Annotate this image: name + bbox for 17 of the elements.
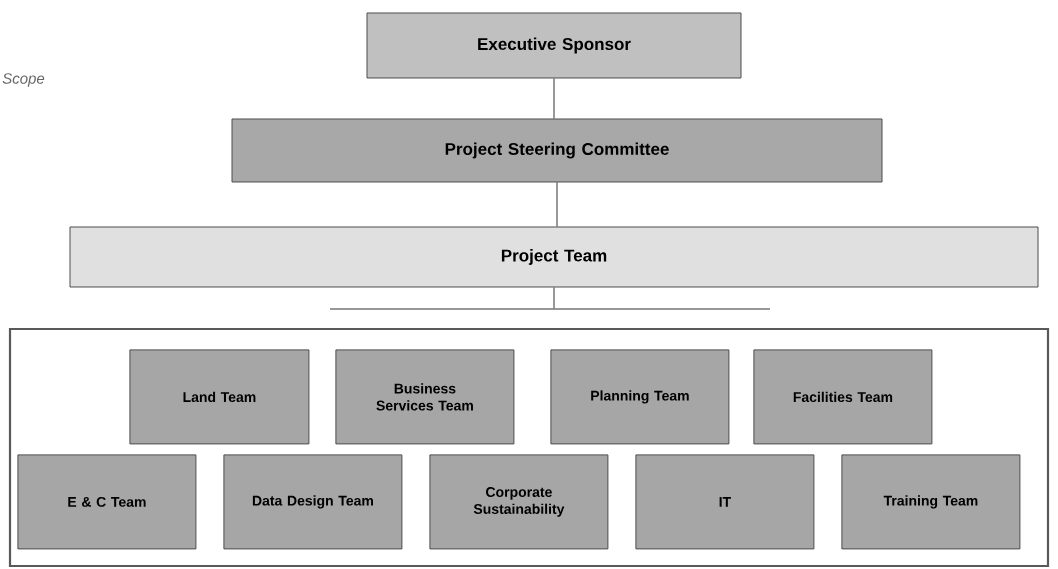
team-box: Data Design Team xyxy=(223,454,403,550)
team-box: Training Team xyxy=(841,454,1021,550)
committee-box: Project Steering Committee xyxy=(231,118,883,183)
connector-line xyxy=(553,78,555,119)
connector-line xyxy=(553,287,555,309)
sponsor-box: Executive Sponsor xyxy=(366,12,742,79)
team-box: Project Team xyxy=(69,226,1039,288)
team-box: Business Services Team xyxy=(335,349,515,445)
connector-line xyxy=(556,182,558,227)
team-box: IT xyxy=(635,454,815,550)
branch-line xyxy=(329,308,771,310)
scope-label: Scope xyxy=(2,73,45,87)
team-box: Planning Team xyxy=(550,349,730,445)
team-box: E & C Team xyxy=(17,454,197,550)
team-box: Land Team xyxy=(129,349,310,445)
team-box: Corporate Sustainability xyxy=(429,454,609,550)
team-box: Facilities Team xyxy=(753,349,933,445)
